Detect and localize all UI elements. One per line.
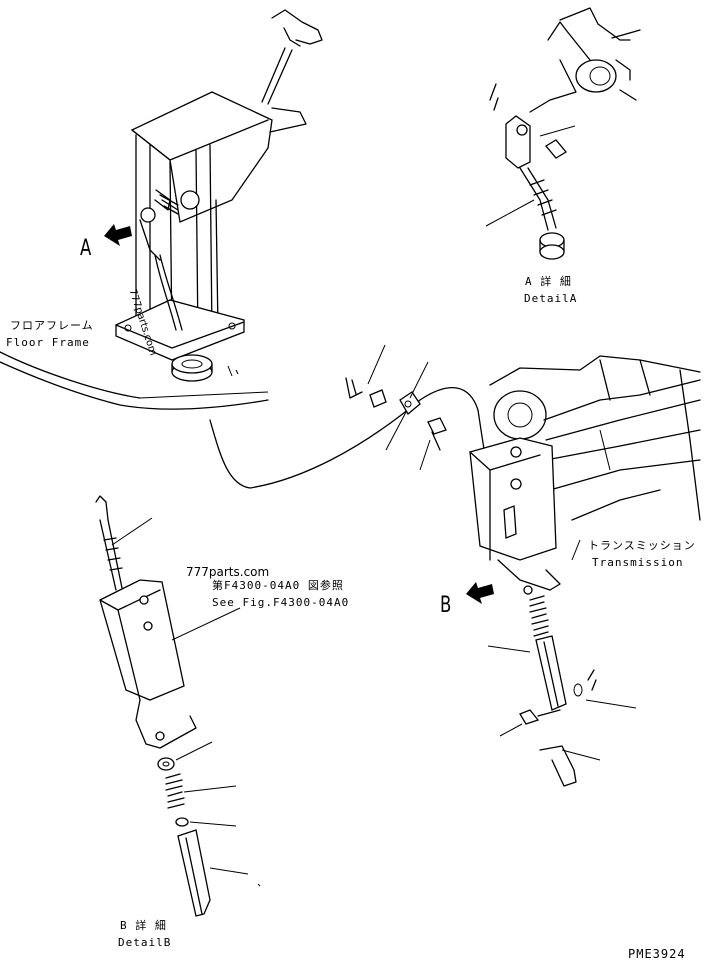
transmission-drawing: [469, 355, 701, 787]
detail-b-label-jp: B 詳 細: [120, 919, 167, 932]
see-fig-label-jp: 第F4300-04A0 図参照: [212, 579, 344, 592]
detail-b-drawing: [95, 495, 261, 917]
watermark: 777parts.com: [186, 565, 270, 579]
arrow-b-icon: [466, 582, 494, 604]
callout-b: B: [440, 593, 452, 618]
lever-stand: [115, 9, 323, 382]
arrow-a-icon: [104, 224, 132, 246]
transmission-label-en: Transmission: [592, 556, 684, 569]
detail-a-drawing: [485, 7, 641, 260]
detail-a-label-jp: A 詳 細: [525, 275, 572, 288]
detail-a-label-en: DetailA: [524, 292, 578, 305]
clamp-parts: [345, 344, 447, 471]
detail-b-label-en: DetailB: [118, 936, 172, 949]
see-fig-label-en: See Fig.F4300-04A0: [212, 596, 350, 609]
floor-frame-outline: [0, 361, 269, 410]
drawing-code: PME3924: [628, 947, 686, 961]
control-cable: [209, 387, 501, 521]
transmission-label-jp: トランスミッション: [588, 539, 696, 552]
floor-frame-label-jp: フロアフレーム: [10, 319, 94, 332]
floor-frame-label-en: Floor Frame: [6, 336, 90, 349]
callout-a: A: [80, 236, 92, 261]
